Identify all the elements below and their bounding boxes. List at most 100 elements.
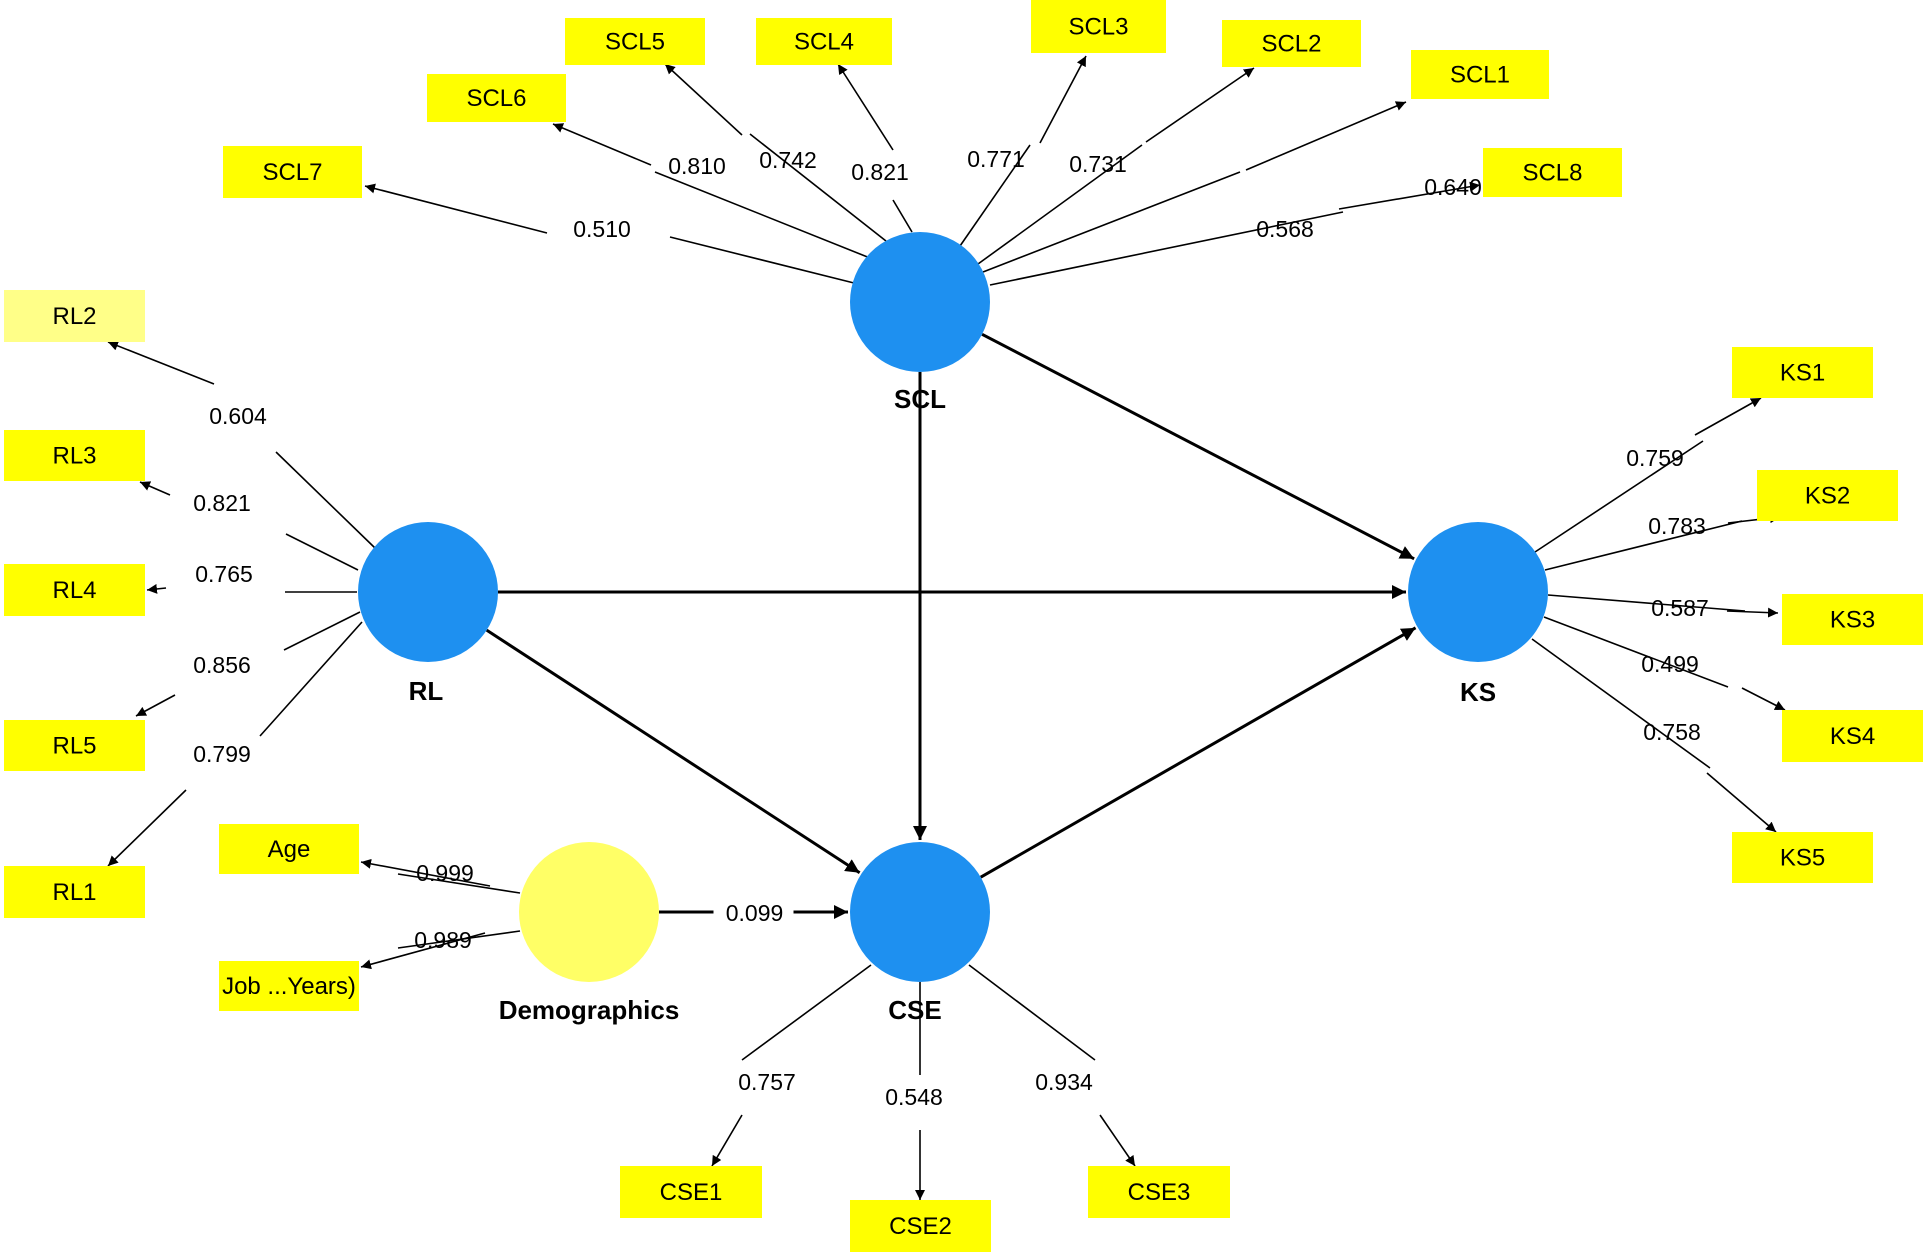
indicator-box-rl5 [4, 720, 145, 771]
loading-value-ks2: 0.783 [1648, 513, 1706, 539]
loading-value-scl8: 0.568 [1256, 216, 1314, 242]
loading-line-ks3 [1547, 594, 1746, 612]
loading-value-ks1: 0.759 [1626, 445, 1684, 471]
indicator-label-cse3: CSE3 [1128, 1179, 1191, 1206]
indicator-label-rl2: RL2 [52, 303, 96, 330]
indicator-box-scl8 [1483, 148, 1622, 197]
indicator-label-cse1: CSE1 [660, 1179, 723, 1206]
indicator-box-cse3 [1088, 1166, 1230, 1218]
indicator-label-cse2: CSE2 [889, 1213, 952, 1240]
loading-value-scl7: 0.510 [573, 216, 631, 242]
construct-node-ks[interactable] [1408, 522, 1548, 662]
indicator-label-ks2: KS2 [1805, 483, 1850, 510]
indicator-box-ks3 [1782, 594, 1923, 645]
loading-arrow-ks5 [1706, 772, 1777, 833]
indicator-box-rl1 [4, 866, 145, 918]
loading-line-ks1 [1534, 440, 1704, 553]
indicator-label-scl5: SCL5 [605, 29, 665, 56]
loading-arrow-rl4 [146, 583, 167, 594]
loading-line-scl7 [669, 236, 855, 284]
loading-arrow-scl3 [1039, 55, 1087, 144]
loading-arrow-scl2 [1145, 67, 1255, 143]
indicator-label-age: Age [268, 836, 311, 863]
indicator-box-scl7 [223, 146, 362, 198]
loading-arrow-scl5 [664, 63, 743, 136]
construct-node-rl[interactable] [358, 522, 498, 662]
indicator-label-rl5: RL5 [52, 733, 96, 760]
path-rl-to-cse [485, 628, 861, 875]
construct-node-scl[interactable] [850, 232, 990, 372]
loading-value-ks4: 0.499 [1641, 651, 1699, 677]
indicator-boxes-layer [4, 0, 1923, 1252]
indicator-box-ks5 [1732, 832, 1873, 883]
loading-arrow-scl6 [552, 123, 652, 166]
construct-node-cse[interactable] [850, 842, 990, 982]
loading-arrow-cse1 [711, 1114, 743, 1167]
indicator-box-scl2 [1222, 20, 1361, 67]
indicator-box-job [219, 961, 359, 1011]
loading-arrow-scl8 [1338, 181, 1481, 210]
labels-layer: SCL10.640SCL20.731SCL30.771SCL40.821SCL5… [52, 14, 1875, 1241]
construct-node-dem[interactable] [519, 842, 659, 982]
construct-label-ks: KS [1460, 677, 1496, 707]
loading-arrow-ks1 [1694, 397, 1762, 436]
indicator-box-ks4 [1782, 710, 1923, 762]
indicator-label-rl1: RL1 [52, 879, 96, 906]
indicator-label-ks1: KS1 [1780, 360, 1825, 387]
loading-arrow-age [360, 858, 491, 887]
indicator-box-ks1 [1732, 347, 1873, 398]
loading-value-scl1: 0.640 [1424, 174, 1482, 200]
indicator-box-age [219, 824, 359, 874]
loading-arrow-cse3 [1099, 1114, 1136, 1167]
indicator-label-ks5: KS5 [1780, 845, 1825, 872]
loading-value-rl4: 0.765 [195, 561, 253, 587]
loading-line-cse1 [741, 964, 872, 1061]
loading-line-rl2 [275, 451, 376, 549]
loading-value-scl5: 0.742 [759, 147, 817, 173]
construct-label-cse: CSE [888, 995, 941, 1025]
construct-label-rl: RL [409, 676, 444, 706]
loading-arrow-rl2 [107, 341, 215, 385]
indicator-box-scl6 [427, 74, 566, 122]
indicator-box-scl3 [1031, 0, 1166, 53]
indicator-label-scl7: SCL7 [262, 159, 322, 186]
loading-value-cse2: 0.548 [885, 1084, 943, 1110]
indicator-label-job: Job ...Years) [222, 973, 356, 1000]
loading-line-scl1 [982, 171, 1241, 273]
loading-value-rl2: 0.604 [209, 403, 267, 429]
indicator-label-scl1: SCL1 [1450, 62, 1510, 89]
structural-paths-layer [485, 332, 1417, 919]
indicator-box-cse1 [620, 1166, 762, 1218]
loading-value-rl3: 0.821 [193, 490, 251, 516]
loading-value-cse3: 0.934 [1035, 1069, 1093, 1095]
path-cse-to-ks [979, 626, 1417, 879]
loading-line-ks2 [1544, 520, 1743, 571]
loading-value-age: 0.999 [416, 860, 474, 886]
indicator-label-scl2: SCL2 [1261, 31, 1321, 58]
loading-arrow-scl4 [837, 63, 894, 151]
loading-value-scl3: 0.771 [967, 146, 1025, 172]
loading-line-scl3 [959, 144, 1031, 247]
loading-value-cse1: 0.757 [738, 1069, 796, 1095]
loading-value-rl1: 0.799 [193, 741, 251, 767]
loading-lines-layer [107, 55, 1786, 1200]
loading-value-scl6: 0.810 [668, 153, 726, 179]
construct-label-dem: Demographics [499, 995, 680, 1025]
loading-line-scl5 [749, 133, 887, 242]
loading-arrow-ks3 [1726, 607, 1779, 618]
construct-nodes-layer [358, 232, 1548, 982]
indicator-label-scl4: SCL4 [794, 29, 854, 56]
path-dem-to-cse-coefficient: 0.099 [726, 900, 784, 926]
indicator-label-rl4: RL4 [52, 577, 96, 604]
indicator-label-scl3: SCL3 [1068, 14, 1128, 41]
loading-line-scl8 [989, 211, 1344, 286]
loading-arrow-rl5 [135, 694, 176, 717]
loading-arrow-rl1 [107, 789, 187, 867]
indicator-box-scl4 [756, 18, 892, 65]
loading-arrow-rl3 [139, 481, 171, 496]
loading-line-ks5 [1531, 638, 1711, 769]
loading-line-rl5 [283, 611, 361, 651]
loading-value-rl5: 0.856 [193, 652, 251, 678]
loading-value-ks5: 0.758 [1643, 719, 1701, 745]
